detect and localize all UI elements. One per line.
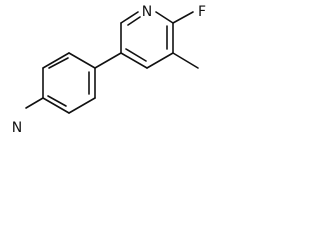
atom-n-left: N — [12, 120, 22, 136]
bond-left-double-3 — [48, 57, 69, 69]
bond-left-double-2 — [47, 95, 67, 107]
molecule-diagram: N F N — [12, 4, 206, 136]
bond-methyl — [172, 52, 199, 69]
bond-top-right-ring-3 — [120, 52, 148, 69]
structure-canvas: N F N — [0, 0, 224, 154]
bond-left-ring-6 — [68, 52, 96, 69]
bond-top-right-ring-4 — [146, 52, 174, 69]
bond-left-ring-5 — [42, 52, 70, 69]
atom-n-top: N — [142, 4, 152, 20]
bond-left-ring-2 — [68, 97, 96, 114]
bond-top-right-ring-6 — [155, 11, 174, 24]
atom-fluorine: F — [198, 4, 206, 20]
bond-top-right-double-1 — [127, 16, 141, 26]
bond-top-right-ring-1 — [120, 11, 139, 24]
bond-biaryl-linker — [94, 52, 122, 69]
bond-top-right-double-2 — [125, 48, 147, 62]
bond-left-to-n — [25, 97, 44, 109]
bond-left-ring-3 — [42, 97, 70, 114]
bond-fluorine — [172, 11, 194, 24]
